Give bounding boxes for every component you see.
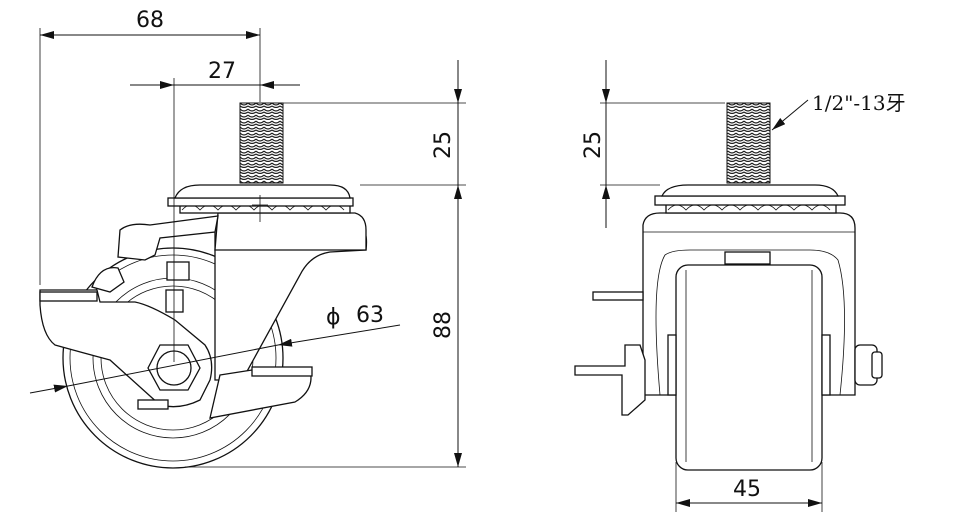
side-base-dome [174,184,351,199]
dimension-25-front: 25 [581,60,725,228]
side-brake-spring [91,266,125,293]
front-threaded-stem [726,102,771,184]
thread-spec-label: 1/2"-13牙 [812,91,906,115]
dim-wheel-width-label: 45 [733,477,761,502]
side-brake-shoe [137,399,169,410]
front-view: 25 45 1/2"-13牙 [574,60,906,512]
diameter-symbol: ϕ [326,305,341,330]
front-hub-left [667,334,677,396]
front-axle-end [871,351,883,379]
side-brake-pad [39,291,98,302]
side-brake-arm [117,215,219,261]
dim-overall-width-label: 68 [136,8,164,33]
front-dim-stem-length-label: 25 [581,131,606,159]
dim-offset-label: 27 [208,59,236,84]
dimension-27: 27 [130,59,300,89]
front-kingpin-block [724,251,771,265]
front-base-plate [654,195,846,206]
dim-stem-length-label: 25 [431,131,456,159]
side-threaded-stem [239,102,284,184]
dimension-88: 88 [185,185,466,468]
thread-callout: 1/2"-13牙 [771,91,906,131]
side-toe-pad [251,366,313,377]
dim-wheel-diameter-label: 63 [356,303,384,328]
dimension-diameter-63: ϕ 63 [29,303,401,394]
front-wheel [675,264,823,471]
side-brake-latch [166,261,190,281]
side-top-plate [214,212,367,251]
dim-height-label: 88 [431,311,456,339]
front-hub-right [821,334,831,396]
side-view: 68 27 25 88 ϕ 63 [29,8,466,469]
front-brake-pedal [592,291,644,301]
front-base-dome [660,184,840,197]
side-fork [214,229,368,382]
dimension-25-side: 25 [283,60,466,186]
front-brake-lever [574,344,646,416]
side-brake-slot [165,289,184,313]
dimension-68: 68 [39,8,261,285]
dimension-45: 45 [675,462,823,512]
